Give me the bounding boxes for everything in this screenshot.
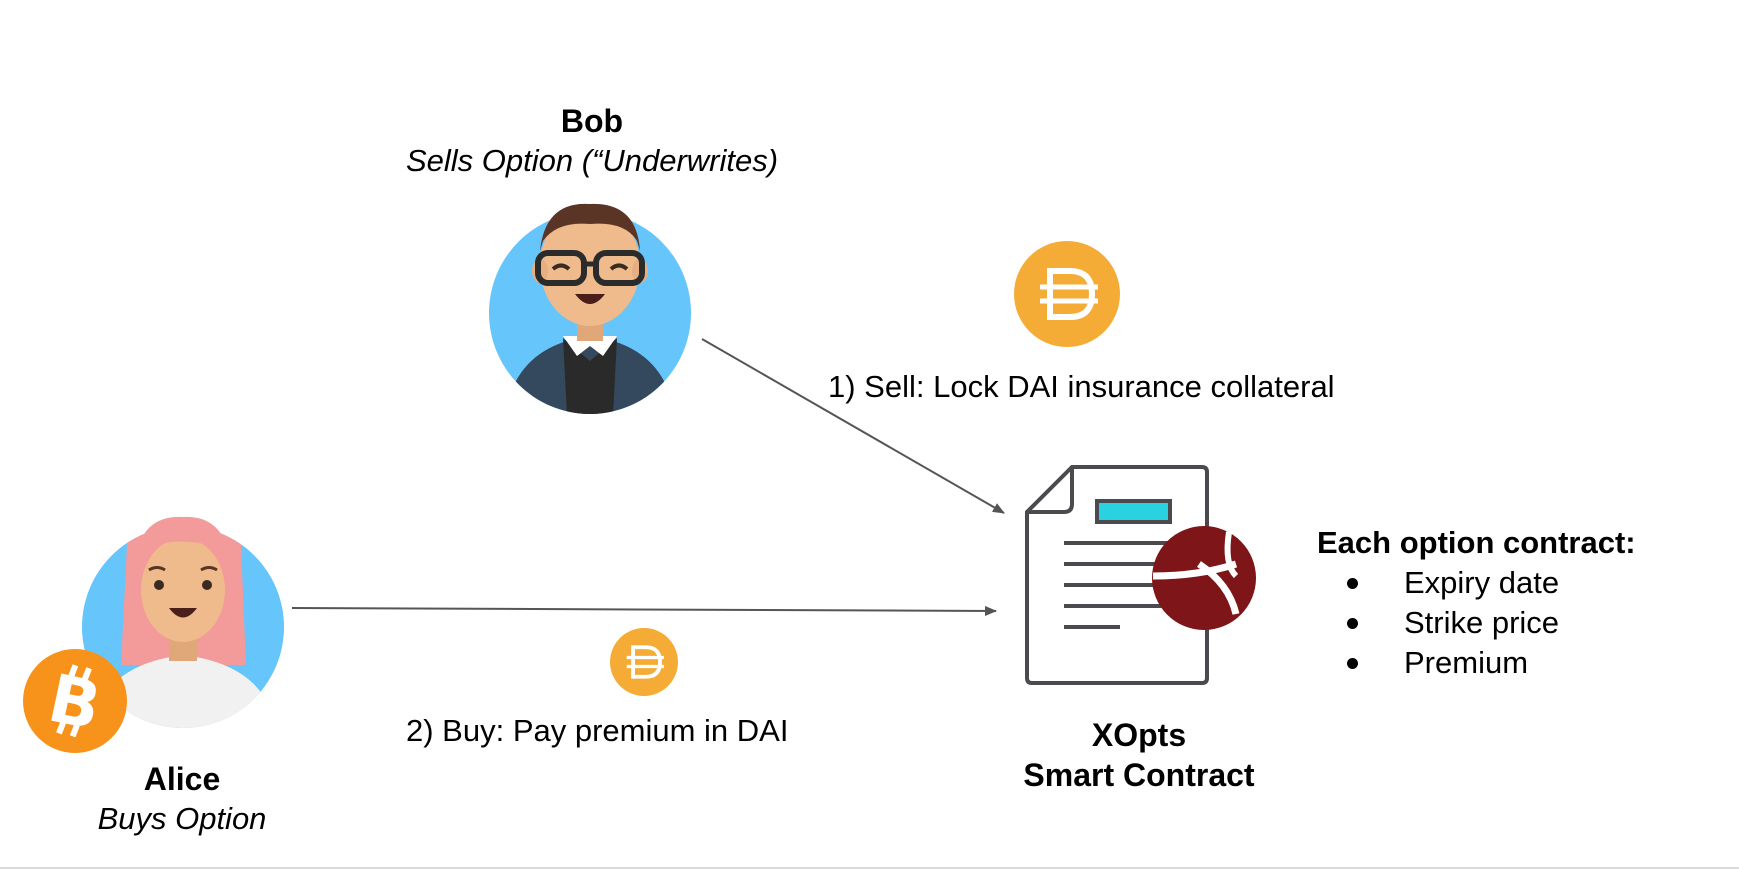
contract-document-icon bbox=[1025, 465, 1256, 685]
bullet-icon bbox=[1347, 658, 1358, 669]
option-info-list: Expiry date Strike price Premium bbox=[1317, 563, 1636, 683]
bottom-divider bbox=[0, 867, 1739, 869]
buy-arrow bbox=[291, 605, 997, 616]
list-item: Expiry date bbox=[1317, 563, 1636, 603]
buy-step-label: 2) Buy: Pay premium in DAI bbox=[406, 713, 789, 748]
contract-title-line2: Smart Contract bbox=[1023, 757, 1255, 793]
alice-name: Alice bbox=[143, 761, 221, 797]
bob-name: Bob bbox=[560, 103, 624, 139]
list-item: Strike price bbox=[1317, 603, 1636, 643]
bob-role: Sells Option (“Underwrites) bbox=[405, 143, 779, 178]
sell-step-label: 1) Sell: Lock DAI insurance collateral bbox=[828, 369, 1335, 404]
alice-role: Buys Option bbox=[97, 801, 267, 836]
list-item-label: Premium bbox=[1404, 645, 1529, 680]
contract-title: XOpts Smart Contract bbox=[1004, 715, 1274, 795]
dai-icon bbox=[1014, 241, 1120, 347]
alice-avatar-icon bbox=[82, 516, 284, 728]
bullet-icon bbox=[1347, 618, 1358, 629]
bob-avatar-icon bbox=[489, 203, 691, 414]
dai-icon-small bbox=[610, 628, 678, 696]
option-info-panel: Each option contract: Expiry date Strike… bbox=[1317, 523, 1636, 683]
bitcoin-icon: B bbox=[23, 649, 127, 753]
contract-title-line1: XOpts bbox=[1091, 717, 1187, 753]
option-info-title: Each option contract: bbox=[1317, 525, 1636, 560]
sell-arrow bbox=[701, 338, 1005, 514]
xopts-logo-icon bbox=[1152, 526, 1256, 630]
list-item-label: Strike price bbox=[1404, 605, 1560, 640]
list-item: Premium bbox=[1317, 643, 1636, 683]
bullet-icon bbox=[1347, 578, 1358, 589]
list-item-label: Expiry date bbox=[1404, 565, 1560, 600]
